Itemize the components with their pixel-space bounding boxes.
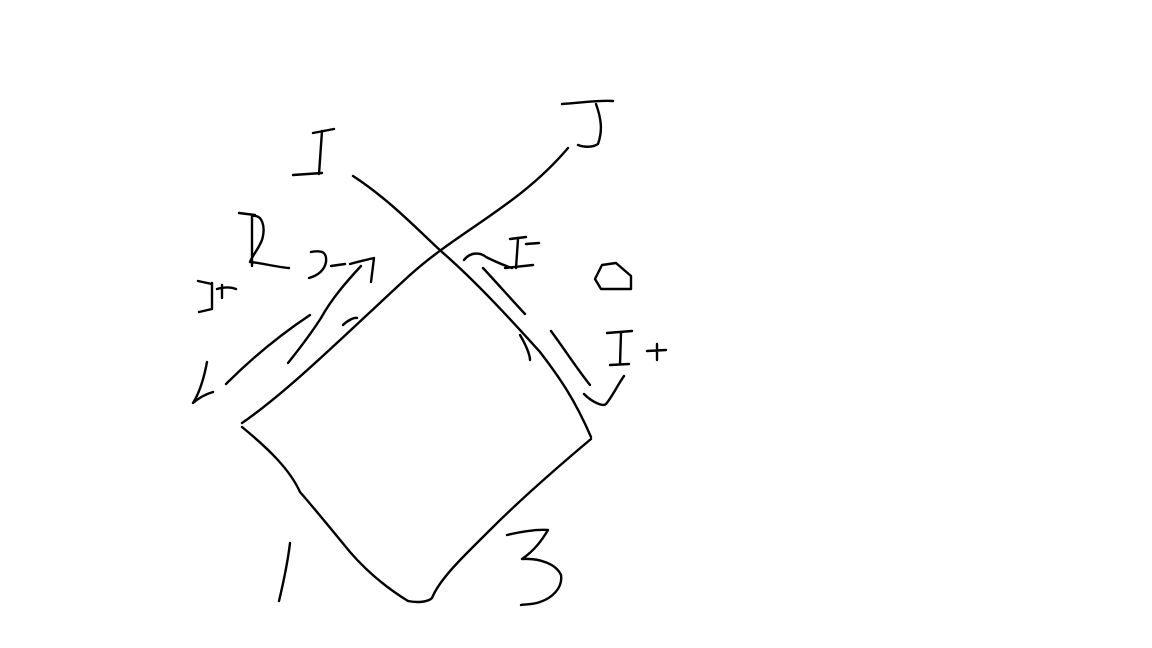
label-right-I-minus: I- xyxy=(503,235,541,270)
label-far-left-J-plus: J+ xyxy=(196,279,238,314)
arrow-left-inner xyxy=(286,264,363,365)
label-right-I-plus: I+ xyxy=(605,329,668,367)
arrow-right-lower xyxy=(549,329,626,407)
diagonal-line-up-right xyxy=(240,146,570,425)
label-top-left-I: I xyxy=(291,127,336,177)
label-bottom-1: 1 xyxy=(277,541,292,603)
diamond-lower-right-edge xyxy=(406,437,593,604)
diagonal-line-down-right xyxy=(351,174,593,439)
label-left-J-minus: J- xyxy=(307,250,376,284)
small-dot-mark xyxy=(341,316,359,327)
label-small-zero: 0 xyxy=(593,261,633,291)
arrow-left-outer xyxy=(191,313,312,405)
label-left-R: R xyxy=(237,211,291,270)
arrow-right-middle xyxy=(518,333,532,362)
arrow-right-upper xyxy=(462,252,527,316)
label-top-right-J: J xyxy=(560,99,615,148)
diamond-lower-left-edge xyxy=(240,425,410,603)
label-bottom-3: 3 xyxy=(505,528,563,607)
